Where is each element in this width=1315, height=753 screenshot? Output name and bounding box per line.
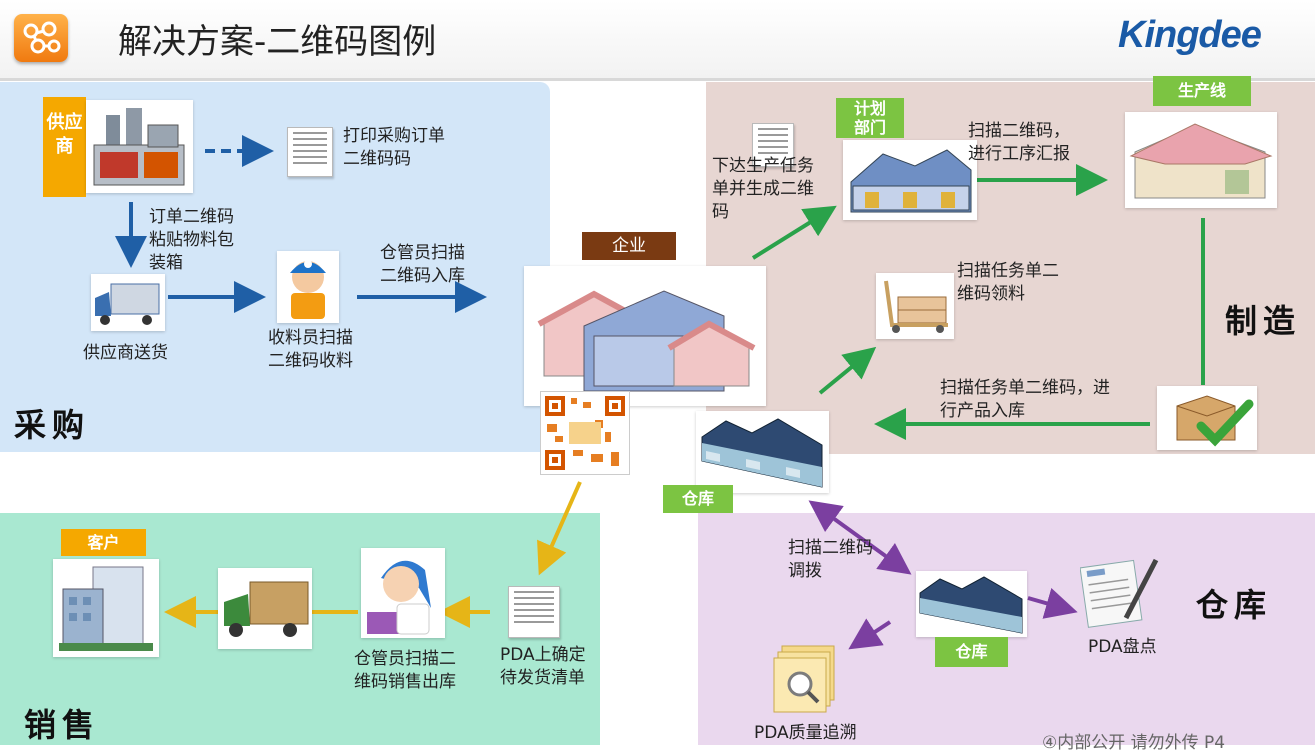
sales-truck-icon — [218, 568, 312, 649]
scan-transfer-label: 扫描二维码调拨 — [788, 538, 873, 581]
page-title: 解决方案-二维码图例 — [118, 22, 437, 62]
quality-trace-folder-icon — [770, 642, 842, 714]
task-order-document-icon — [752, 123, 794, 167]
issue-task-label: 下达生产任务单并生成二维码 — [712, 156, 814, 222]
network-logo-icon — [14, 14, 68, 62]
warehouse-region-label: 仓库 — [1196, 586, 1273, 624]
plan-dept-factory-icon — [843, 140, 977, 220]
arrow-count — [1027, 588, 1078, 619]
supplier-tag: 供应商 — [43, 97, 86, 197]
warehouse-b-tag: 仓库 — [935, 637, 1008, 667]
arrow-pick — [818, 346, 877, 395]
pda-count-label: PDA盘点 — [1088, 637, 1157, 657]
pallet-jack-icon — [876, 273, 954, 339]
purchase-order-document-icon — [287, 127, 333, 177]
box-check-icon — [1157, 386, 1257, 450]
scan-pick-label: 扫描任务单二维码领料 — [957, 261, 1059, 304]
customer-tag: 客户 — [61, 529, 146, 556]
sales-region-label: 销售 — [24, 706, 101, 744]
scan-product-in-label: 扫描任务单二维码，进行产品入库 — [940, 378, 1110, 421]
customer-building-icon — [53, 559, 159, 657]
keeper-scan-in-label: 仓管员扫描二维码入库 — [380, 243, 465, 286]
manufacture-region-label: 制造 — [1225, 302, 1302, 340]
footer-note: ④内部公开 请勿外传 P4 — [1042, 733, 1226, 753]
purchase-region-label: 采购 — [14, 406, 91, 444]
sales-keeper-worker-icon — [361, 548, 445, 638]
warehouse-a-tag: 仓库 — [663, 485, 733, 513]
qr-code-icon — [540, 391, 630, 475]
warehouse-b-building-icon — [916, 571, 1027, 637]
arrow-issue — [751, 205, 837, 260]
kingdee-logo: Kingdee — [1118, 14, 1262, 56]
delivery-truck-icon — [91, 274, 165, 331]
plan-dept-tag: 计划部门 — [836, 98, 904, 138]
enterprise-building-icon — [524, 266, 766, 406]
supplier-delivery-label: 供应商送货 — [83, 343, 168, 363]
enterprise-tag: 企业 — [582, 232, 676, 260]
keeper-scan-out-label: 仓管员扫描二维码销售出库 — [354, 649, 456, 692]
production-line-building-icon — [1125, 112, 1277, 208]
shipping-list-document-icon — [508, 586, 560, 638]
pda-trace-label: PDA质量追溯 — [754, 723, 857, 743]
paste-box-label: 订单二维码粘贴物料包装箱 — [149, 207, 234, 273]
scan-process-label: 扫描二维码，进行工序汇报 — [968, 121, 1070, 164]
supplier-factory-icon — [86, 100, 193, 193]
arrow-qr-down — [537, 481, 582, 576]
print-po-label: 打印采购订单二维码码 — [343, 126, 445, 169]
receiver-scan-label: 收料员扫描二维码收料 — [268, 328, 353, 371]
pda-confirm-label: PDA上确定待发货清单 — [500, 645, 586, 688]
header-bar — [0, 0, 1315, 81]
warehouse-a-building-icon — [696, 411, 829, 493]
arrow-trace — [848, 618, 892, 650]
arrow-transfer — [808, 500, 912, 575]
receiver-worker-icon — [277, 251, 339, 323]
production-line-tag: 生产线 — [1153, 76, 1251, 106]
inventory-notepad-icon — [1079, 556, 1164, 628]
